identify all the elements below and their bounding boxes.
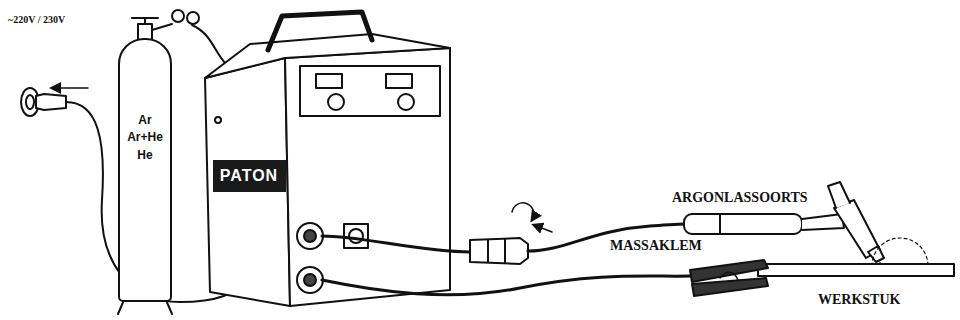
- machine-handle: [268, 12, 372, 50]
- gas-cylinder: ArAr+HeHe: [118, 38, 172, 302]
- control-knob: [398, 94, 414, 110]
- control-socket: [344, 224, 368, 248]
- torch-angle-arc: [872, 238, 928, 266]
- output-terminal: [297, 267, 323, 293]
- mains-plug: [36, 94, 66, 110]
- machine-front: [285, 48, 450, 306]
- rotate-arrow: [512, 203, 534, 220]
- plug-arrow: [52, 87, 88, 89]
- clamp-spring: [720, 272, 738, 280]
- gas-hose: [192, 25, 226, 64]
- part-label: WERKSTUK: [818, 292, 900, 307]
- torch-nozzle: [868, 246, 884, 262]
- mains-voltage-label: ~220V / 230V: [8, 14, 65, 25]
- torch-handle: [684, 214, 802, 234]
- brand-logo: PATON: [213, 160, 286, 192]
- machine-side: [205, 58, 290, 306]
- wall-socket-inner: [26, 95, 34, 109]
- output-terminal: [297, 223, 323, 249]
- regulator-gauge: [172, 10, 184, 22]
- screw: [215, 117, 221, 123]
- gas-type: Ar: [138, 112, 151, 129]
- display-window: [316, 74, 342, 88]
- ground-cable: [322, 276, 690, 295]
- brand-name: PATON: [220, 167, 278, 185]
- control-panel: [300, 66, 440, 116]
- cylinder-foot: [118, 300, 172, 314]
- torch-grip-line: [719, 214, 721, 234]
- ground-clamp-jaw: [692, 278, 768, 296]
- part-label: MASSAKLEM: [610, 238, 702, 253]
- torch-connector: [470, 238, 528, 264]
- torch-cable: [322, 236, 470, 252]
- output-terminal-core: [304, 230, 316, 242]
- control-knob: [328, 94, 344, 110]
- torch-back-cap: [828, 182, 850, 208]
- regulator-body: [152, 24, 172, 30]
- gas-type: He: [137, 147, 152, 164]
- insert-arrow: [534, 225, 552, 232]
- display-window: [386, 74, 412, 88]
- regulator-gauge: [187, 12, 199, 24]
- workpiece: [758, 264, 954, 276]
- torch-neck: [802, 214, 844, 230]
- gas-type: Ar+He: [127, 129, 163, 146]
- part-label: ARGONLASSOORTS: [672, 190, 808, 205]
- connector-ring: [504, 239, 506, 263]
- valve-stem: [144, 18, 146, 24]
- connector-ring: [487, 240, 489, 262]
- output-terminal-core: [304, 274, 316, 286]
